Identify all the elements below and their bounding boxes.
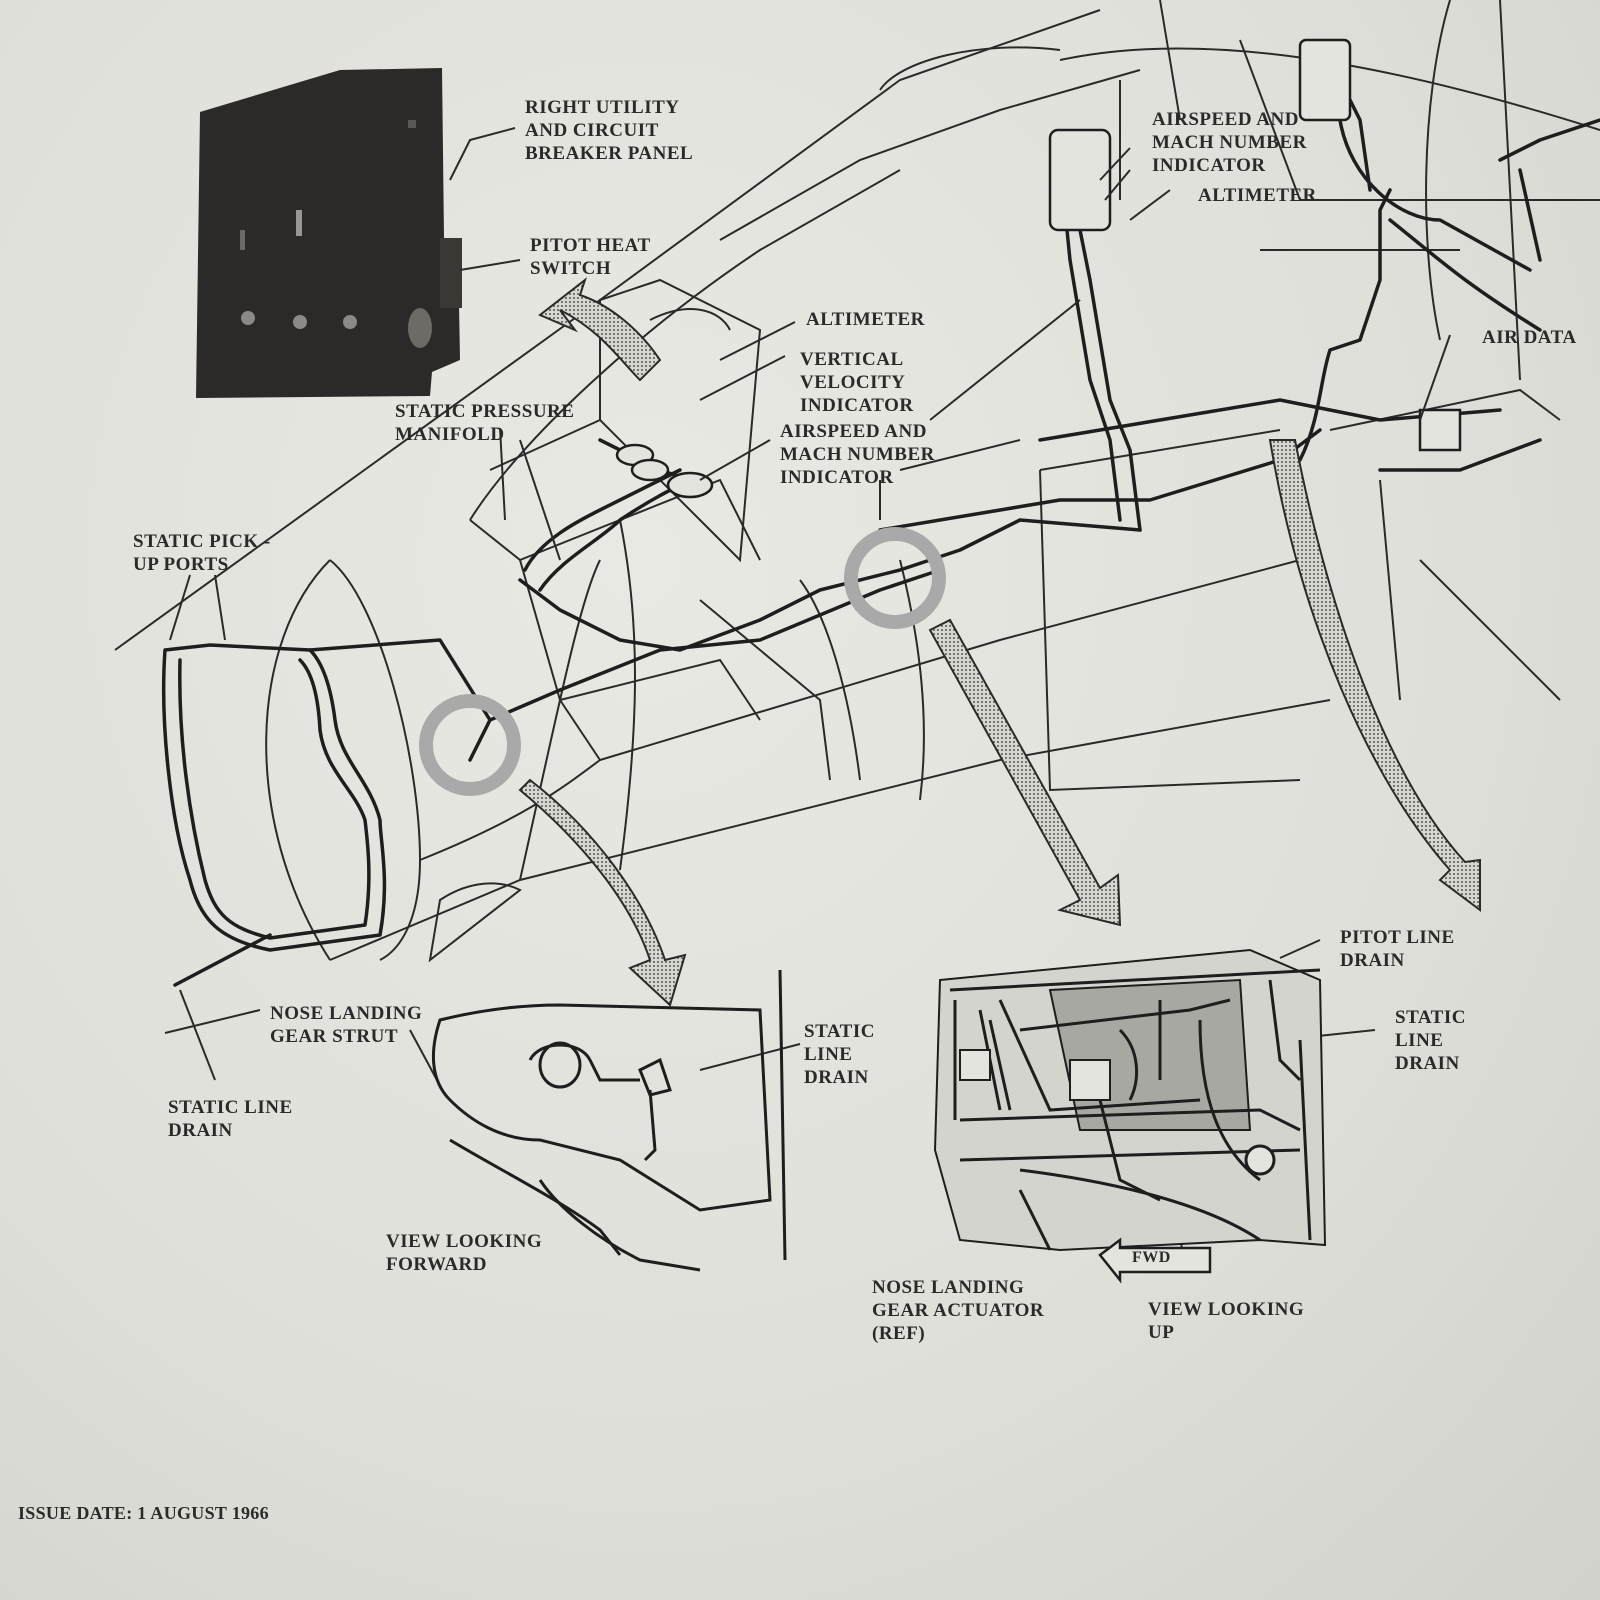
label-nose-landing-gear-strut: NOSE LANDING GEAR STRUT bbox=[270, 1003, 423, 1047]
label-view-looking-up: VIEW LOOKING UP bbox=[1148, 1299, 1305, 1343]
label-fwd: FWD bbox=[1132, 1249, 1171, 1266]
label-static-line-drain-right: STATIC LINE DRAIN bbox=[1395, 1007, 1466, 1074]
detail-callout-rings bbox=[419, 527, 946, 796]
label-air-data: AIR DATA bbox=[1482, 327, 1577, 348]
label-pitot-line-drain: PITOT LINE DRAIN bbox=[1340, 927, 1455, 971]
view-up-inset bbox=[933, 948, 1327, 1284]
label-airspeed-mach-top: AIRSPEED AND MACH NUMBER INDICATOR bbox=[1152, 109, 1307, 176]
label-vertical-velocity: VERTICAL VELOCITY INDICATOR bbox=[800, 349, 914, 416]
label-nose-gear-actuator: NOSE LANDING GEAR ACTUATOR (REF) bbox=[872, 1277, 1045, 1344]
view-forward-inset bbox=[431, 969, 787, 1272]
circuit-breaker-panel-photo bbox=[196, 68, 462, 398]
label-static-pressure-manifold: STATIC PRESSURE MANIFOLD bbox=[395, 401, 575, 445]
label-static-line-drain-center: STATIC LINE DRAIN bbox=[804, 1021, 875, 1088]
leader-lines bbox=[164, 127, 1451, 1271]
label-static-line-drain-left: STATIC LINE DRAIN bbox=[168, 1097, 293, 1141]
label-altimeter-mid: ALTIMETER bbox=[806, 309, 925, 330]
label-right-utility-panel: RIGHT UTILITY AND CIRCUIT BREAKER PANEL bbox=[525, 97, 694, 164]
label-airspeed-mach-mid: AIRSPEED AND MACH NUMBER INDICATOR bbox=[780, 421, 935, 488]
label-pitot-heat-switch: PITOT HEAT SWITCH bbox=[530, 235, 651, 279]
fwd-arrow-icon bbox=[1098, 1237, 1212, 1284]
label-view-looking-forward: VIEW LOOKING FORWARD bbox=[386, 1231, 543, 1275]
label-altimeter-top: ALTIMETER bbox=[1198, 185, 1317, 206]
instrument-canisters bbox=[615, 38, 1462, 499]
fuselage-outline bbox=[114, 0, 1600, 963]
callout-arrows bbox=[518, 277, 1481, 1007]
issue-date: ISSUE DATE: 1 AUGUST 1966 bbox=[18, 1503, 269, 1523]
label-static-pickup-ports: STATIC PICK - UP PORTS bbox=[133, 531, 271, 575]
